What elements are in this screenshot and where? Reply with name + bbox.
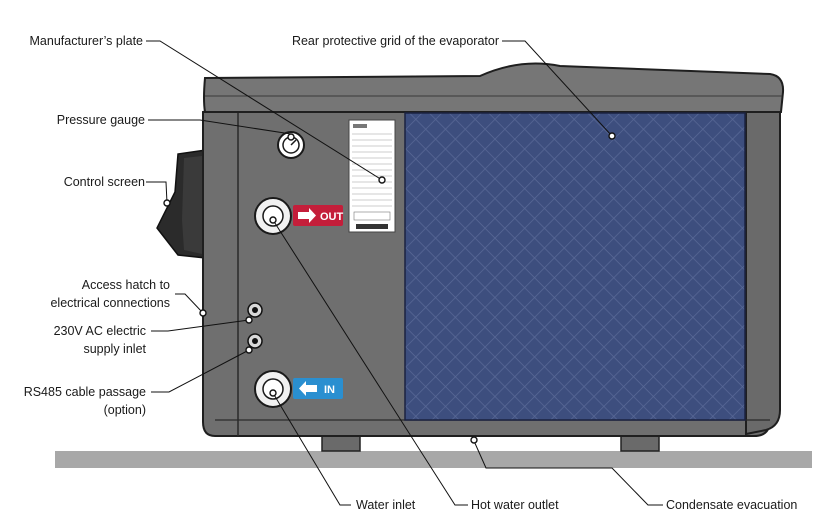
top-cover <box>203 62 785 113</box>
label-rear-grid: Rear protective grid of the evaporator <box>292 34 499 48</box>
target-dots <box>163 132 616 444</box>
manufacturer-plate <box>348 119 396 233</box>
evaporator-grid <box>404 112 746 421</box>
out-badge: OUT <box>293 205 344 226</box>
arrow-left-icon <box>299 381 317 396</box>
label-access-hatch-2: electrical connections <box>50 296 170 310</box>
right-side-panel <box>745 111 781 436</box>
label-hot-water-outlet: Hot water outlet <box>471 498 559 512</box>
leader-lines <box>146 40 663 506</box>
foot-left <box>321 434 361 452</box>
svg-text:IN: IN <box>324 384 335 396</box>
in-badge: IN <box>293 378 343 399</box>
label-pressure-gauge: Pressure gauge <box>57 113 145 127</box>
power-gland <box>247 302 263 318</box>
rs485-gland <box>247 333 263 349</box>
label-rs485-2: (option) <box>104 403 146 417</box>
label-power-inlet-2: supply inlet <box>83 342 146 356</box>
label-control-screen: Control screen <box>64 175 145 189</box>
foot-right <box>620 434 660 452</box>
label-manufacturer-plate: Manufacturer’s plate <box>30 34 144 48</box>
label-access-hatch-1: Access hatch to <box>82 278 170 292</box>
label-water-inlet: Water inlet <box>356 498 416 512</box>
arrow-right-icon <box>298 208 316 223</box>
label-condensate: Condensate evacuation <box>666 498 797 512</box>
svg-text:OUT: OUT <box>320 211 344 223</box>
ground <box>55 451 812 468</box>
label-rs485-1: RS485 cable passage <box>24 385 146 399</box>
label-power-inlet-1: 230V AC electric <box>54 324 146 338</box>
gauge-icon <box>277 131 305 159</box>
